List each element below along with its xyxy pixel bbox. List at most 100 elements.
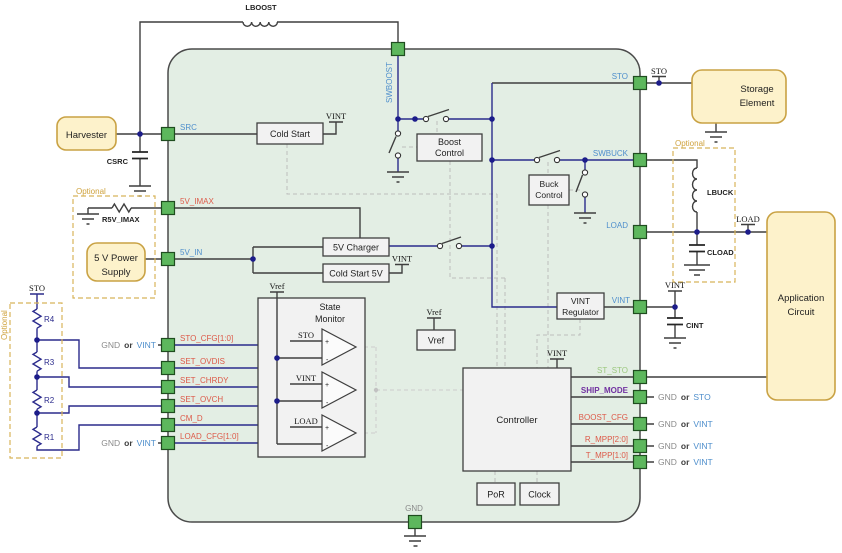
clock-label: Clock: [528, 490, 551, 500]
optional-label-divider: Optional: [0, 310, 9, 340]
comparator-plus: +: [325, 425, 329, 432]
switch-blades-boost: [388, 108, 450, 154]
ground-storage: [705, 131, 727, 143]
buck-control-label-2: Control: [535, 190, 563, 200]
pin-label-src: SRC: [180, 123, 197, 132]
label-r5v-imax: R5V_IMAX: [102, 215, 140, 224]
wire-swbuck-row: [492, 159, 634, 213]
power-supply-label-1: 5 V Power: [94, 253, 138, 264]
tie-or: or: [124, 340, 133, 350]
tie-gnd: GND: [101, 340, 120, 350]
optional-box-supply: [72, 195, 156, 299]
tie-vint: VINT: [137, 340, 156, 350]
pin-vint: [632, 299, 648, 315]
junction-dot: [489, 157, 495, 163]
pin-label-cm-d: CM_D: [180, 414, 203, 423]
pin-gnd: [407, 514, 423, 530]
label-r3: R3: [44, 358, 55, 367]
vref-block: [416, 329, 456, 351]
buck-control-label-1: Buck: [540, 179, 560, 189]
ground-cload: [684, 264, 710, 276]
wire-divider-chrdy: [37, 376, 162, 388]
wire-r5v-imax: [87, 207, 162, 214]
tie-or: or: [681, 392, 690, 402]
state-monitor-label-2: Monitor: [315, 314, 345, 324]
net-tick-sto-divider: [30, 293, 44, 303]
comparator-label-sto: STO: [298, 330, 314, 340]
switch-contact: [553, 156, 561, 164]
ground-r5v-imax: [77, 213, 99, 225]
comparator-plus: +: [325, 339, 329, 346]
pin-label-st-sto: ST_STO: [597, 366, 628, 375]
net-label-sto: STO: [651, 66, 667, 76]
wire-boost-row: [397, 55, 492, 172]
switch-contact: [442, 115, 450, 123]
harvester-label: Harvester: [66, 130, 107, 141]
junction-dot: [489, 116, 495, 122]
label-r1: R1: [44, 433, 55, 442]
resistor-r5v-imax: [111, 202, 132, 214]
label-lbuck: LBUCK: [707, 188, 734, 197]
application-circuit-label-2: Circuit: [788, 307, 815, 318]
wire-coldstart5v-vint: [389, 263, 409, 274]
comparator-sto: [321, 328, 358, 366]
optional-label-lbuck: Optional: [675, 139, 705, 148]
pin-label-set-ovdis: SET_OVDIS: [180, 357, 225, 366]
pin-5v-imax: [160, 200, 176, 216]
wire-divider-ovch: [37, 405, 162, 414]
pin-st-sto: [632, 369, 648, 385]
junction-dot: [274, 398, 280, 404]
pin-label-sto-cfg: STO_CFG[1:0]: [180, 334, 233, 343]
tie-or: or: [681, 419, 690, 429]
ground-swbuck: [574, 212, 596, 224]
pin-label-set-ovch: SET_OVCH: [180, 395, 223, 404]
pin-sto: [632, 75, 648, 91]
tie-gnd: GND: [101, 438, 120, 448]
boost-control-label-1: Boost: [438, 137, 462, 147]
net-label-vref-block: Vref: [426, 307, 441, 317]
clock-block: [519, 482, 560, 506]
pin-swbuck: [632, 152, 648, 168]
junction-dot: [34, 337, 40, 343]
dashed-coldstart-control: [286, 144, 497, 195]
junction-dot: [672, 304, 678, 310]
vint-regulator-block: [556, 292, 605, 320]
junction-dot: [34, 410, 40, 416]
por-label: PoR: [487, 490, 505, 500]
switch-contact: [533, 156, 541, 164]
capacitor-csrc: [132, 151, 148, 160]
vref-block-label: Vref: [428, 336, 445, 346]
pin-cm-d: [160, 417, 176, 433]
tie-sto: STO: [693, 392, 711, 402]
pin-boost-cfg: [632, 416, 648, 432]
pin-label-set-chrdy: SET_CHRDY: [180, 376, 229, 385]
ground-cint: [664, 337, 686, 349]
junction-dot: [250, 256, 256, 262]
pin-label-ship-mode: SHIP_MODE: [581, 386, 629, 395]
comparator-label-vint: VINT: [296, 373, 317, 383]
tie-vint: VINT: [693, 441, 712, 451]
junction-dot: [745, 229, 751, 235]
pin-label-swboost: SWBOOST: [385, 62, 394, 103]
pin-label-gnd: GND: [405, 504, 423, 513]
application-circuit-block: [766, 211, 836, 401]
ground-swboost: [387, 171, 409, 183]
net-label-vref-monitor: Vref: [269, 281, 284, 291]
junction-dot: [582, 157, 588, 163]
switch-contact: [436, 242, 444, 250]
capacitor-cint: [667, 317, 683, 326]
cold-start-label: Cold Start: [270, 129, 311, 139]
wire-swbuck-lbuck: [646, 159, 698, 232]
pin-set-ovdis: [160, 360, 176, 376]
pin-label-load: LOAD: [606, 221, 628, 230]
wire-lboost-loop: [139, 21, 399, 134]
junction-dot: [137, 131, 143, 137]
junction-dot: [395, 116, 401, 122]
pin-label-swbuck: SWBUCK: [593, 149, 629, 158]
junction-dot: [489, 243, 495, 249]
harvester-block: [56, 116, 117, 151]
ground-csrc: [129, 185, 151, 197]
